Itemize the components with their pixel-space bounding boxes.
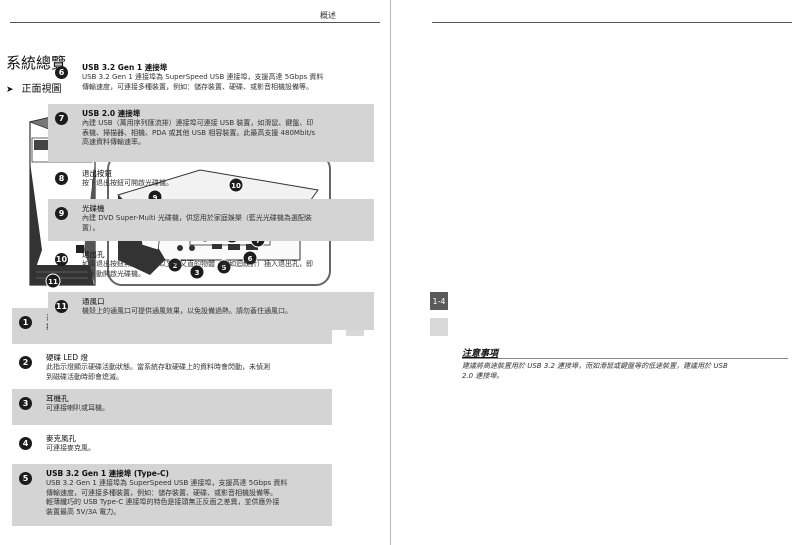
section-header: 概述 xyxy=(320,11,336,20)
item-description-line: 可手動開啟光碟機。 xyxy=(82,269,145,278)
item-description-line: USB 3.2 Gen 1 連接埠為 SuperSpeed USB 連接埠，支援… xyxy=(82,73,324,81)
item-number-badge: 7 xyxy=(55,112,68,125)
item-description-line: 置）。 xyxy=(82,223,100,232)
list-item: 5 USB 3.2 Gen 1 連接埠 (Type-C)USB 3.2 Gen 1… xyxy=(12,464,332,526)
callout-10: 10 xyxy=(231,182,241,190)
callout-9: 9 xyxy=(153,194,158,202)
item-title: 退出孔 xyxy=(82,250,105,259)
header-rule xyxy=(432,22,792,23)
note-title: 注意事項 xyxy=(462,349,499,359)
item-description-line: 表機、掃描器、相機、PDA 或其他 USB 相容裝置。此最高支援 480Mbit… xyxy=(82,128,316,137)
subtitle-text: 正面視圖 xyxy=(21,84,62,95)
callout-7: 7 xyxy=(256,237,261,245)
section-subtitle: ➤ 正面視圖 xyxy=(6,80,62,95)
item-text: 退出按鈕按下退出按鈕可開啟光碟機。 xyxy=(82,169,368,189)
item-description-line: 內建 DVD Super-Multi 光碟機，供您用於家庭娛樂（藍光光碟機為選配… xyxy=(82,214,312,222)
item-number-badge: 11 xyxy=(55,300,68,313)
item-number-badge: 3 xyxy=(19,397,32,410)
item-number-badge: 1 xyxy=(19,316,32,329)
callout-2: 2 xyxy=(173,262,178,270)
item-number-badge: 4 xyxy=(19,437,32,450)
book-spine xyxy=(390,0,412,545)
item-text: 麥克風孔可連接麥克風。 xyxy=(46,434,326,454)
item-text: USB 3.2 Gen 1 連接埠 (Type-C)USB 3.2 Gen 1 … xyxy=(46,469,326,517)
item-number-badge: 10 xyxy=(55,253,68,266)
item-description-line: 到磁碟活動時即會熄滅。 xyxy=(46,372,123,381)
item-number-badge: 8 xyxy=(55,172,68,185)
page-number: 1-4 xyxy=(430,292,448,310)
left-page-edge xyxy=(390,0,391,545)
item-description-line: 裝置最高 5V/3A 電力。 xyxy=(46,507,121,516)
item-description-line: 此指示燈顯示硬碟活動狀態。當系統存取硬碟上的資料時會閃動，未偵測 xyxy=(46,363,270,371)
page-tab-marker xyxy=(430,318,448,336)
item-number-badge: 6 xyxy=(55,66,68,79)
item-number-badge: 2 xyxy=(19,356,32,369)
item-title: USB 3.2 Gen 1 連接埠 xyxy=(82,63,168,72)
page-title: 系統總覽 xyxy=(6,54,67,72)
arrow-right-icon: ➤ xyxy=(6,85,14,95)
note-text: 建議將高速裝置用於 USB 3.2 連接埠，而如滑鼠或鍵盤等的低速裝置，建議用於… xyxy=(462,361,782,381)
list-item: 2 硬碟 LED 燈此指示燈顯示硬碟活動狀態。當系統存取硬碟上的資料時會閃動，未偵… xyxy=(12,348,332,384)
list-item: 10 退出孔如果退出按鈕無法使用，以叉細又直的物體（例如迴紋針）插入退出孔，即可手… xyxy=(48,245,374,289)
item-text: 通風口機殼上的通風口可提供通風效果，以免設備過熱。請勿蓋住通風口。 xyxy=(82,297,368,317)
item-number-badge: 9 xyxy=(55,207,68,220)
list-item: 7 USB 2.0 連接埠內建 USB（萬用序列匯流排）連接埠可連接 USB 裝置… xyxy=(48,104,374,162)
item-description-line: 機殼上的通風口可提供通風效果，以免設備過熱。請勿蓋住通風口。 xyxy=(82,307,292,315)
list-item: 4 麥克風孔可連接麥克風。 xyxy=(12,429,332,462)
note-line-1: 建議將高速裝置用於 USB 3.2 連接埠，而如滑鼠或鍵盤等的低速裝置，建議用於… xyxy=(462,362,728,370)
item-description-line: 可連接麥克風。 xyxy=(46,444,95,452)
item-text: USB 2.0 連接埠內建 USB（萬用序列匯流排）連接埠可連接 USB 裝置，… xyxy=(82,109,368,148)
item-text: 退出孔如果退出按鈕無法使用，以叉細又直的物體（例如迴紋針）插入退出孔，即可手動開… xyxy=(82,250,368,279)
item-description-line: 按下退出按鈕可開啟光碟機。 xyxy=(82,179,173,187)
item-title: 麥克風孔 xyxy=(46,434,76,443)
callout-7-alt: 5 xyxy=(222,264,227,272)
note-rule xyxy=(462,358,788,359)
item-description-line: 傳輸速度，可連接多種裝置，例如：儲存裝置、硬碟、或影音相機設備等。 xyxy=(46,488,277,497)
list-item: 3 耳機孔可連接喇叭或耳機。 xyxy=(12,389,332,425)
item-title: 耳機孔 xyxy=(46,394,69,403)
item-title: USB 2.0 連接埠 xyxy=(82,109,141,118)
item-number-badge: 5 xyxy=(19,472,32,485)
item-description-line: 可連接喇叭或耳機。 xyxy=(46,404,109,412)
callout-11: 11 xyxy=(48,278,58,286)
item-description-line: 內建 USB（萬用序列匯流排）連接埠可連接 USB 裝置，如滑鼠、鍵盤、印 xyxy=(82,119,314,127)
list-item: 8 退出按鈕按下退出按鈕可開啟光碟機。 xyxy=(48,164,374,198)
list-item: 11 通風口機殼上的通風口可提供通風效果，以免設備過熱。請勿蓋住通風口。 xyxy=(48,292,374,330)
item-text: 硬碟 LED 燈此指示燈顯示硬碟活動狀態。當系統存取硬碟上的資料時會閃動，未偵測… xyxy=(46,353,326,382)
item-description-line: 傳輸速度，可連接多種裝置，例如：儲存裝置、硬碟、或影音相機設備等。 xyxy=(82,82,313,91)
item-description-line: USB 3.2 Gen 1 連接埠為 SuperSpeed USB 連接埠，支援… xyxy=(46,479,288,487)
item-text: 耳機孔可連接喇叭或耳機。 xyxy=(46,394,326,414)
item-title: 通風口 xyxy=(82,297,105,306)
item-description-line: 輕薄纖巧的 USB Type-C 連接埠的特色是接頭無正反面之差異，並供應外接 xyxy=(46,498,280,506)
callout-3: 3 xyxy=(195,269,200,277)
item-title: 硬碟 LED 燈 xyxy=(46,353,88,362)
item-title: 光碟機 xyxy=(82,204,105,213)
item-text: 光碟機內建 DVD Super-Multi 光碟機，供您用於家庭娛樂（藍光光碟機… xyxy=(82,204,368,233)
note-line-2: 2.0 連接埠。 xyxy=(462,372,504,380)
item-title: 退出按鈕 xyxy=(82,169,112,178)
list-item: 9 光碟機內建 DVD Super-Multi 光碟機，供您用於家庭娛樂（藍光光碟… xyxy=(48,199,374,241)
header-rule xyxy=(10,22,380,23)
item-description-line: 如果退出按鈕無法使用，以叉細又直的物體（例如迴紋針）插入退出孔，即 xyxy=(82,260,313,268)
callout-6: 6 xyxy=(248,255,253,263)
item-title: USB 3.2 Gen 1 連接埠 (Type-C) xyxy=(46,469,169,478)
item-description-line: 高速資料傳輸速率。 xyxy=(82,138,145,146)
